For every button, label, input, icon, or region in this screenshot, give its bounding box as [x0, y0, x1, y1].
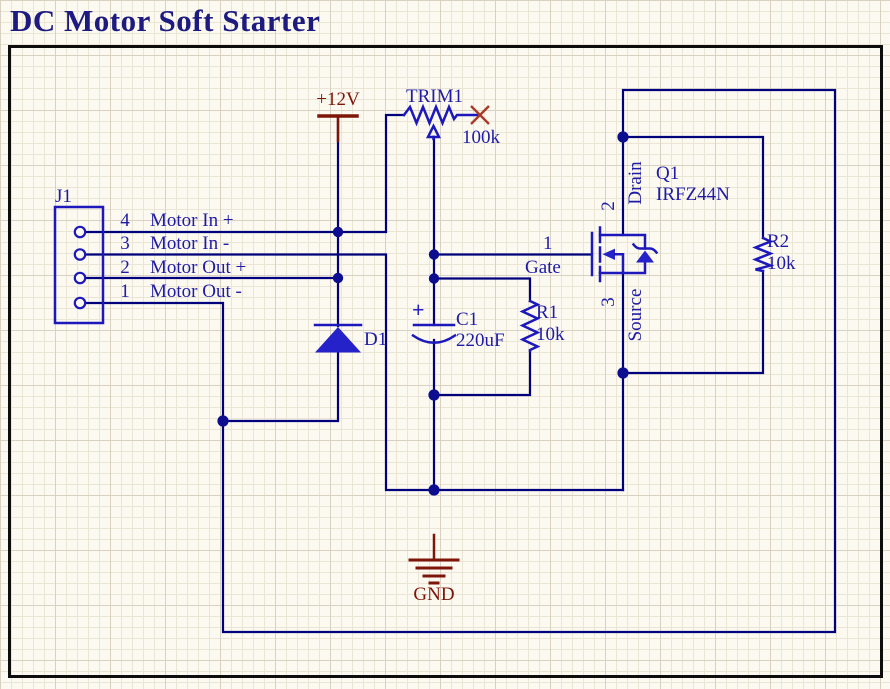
r2-designator[interactable]: R2	[767, 231, 790, 252]
d1-triangle	[315, 327, 361, 353]
junction	[428, 484, 440, 496]
wire-motor-in-minus-gnd-rail[interactable]	[83, 253, 625, 492]
r1-designator[interactable]: R1	[536, 302, 559, 323]
r1-value[interactable]: 10k	[536, 324, 565, 345]
j1-pin1-number[interactable]: 1	[120, 281, 130, 302]
wire-drain-to-r2[interactable]	[621, 135, 765, 240]
junction-dots	[217, 131, 629, 496]
q1-drain-pin-number: 2	[598, 201, 619, 211]
wire-to-r1-top[interactable]	[432, 277, 532, 303]
junction	[217, 415, 229, 427]
junction	[428, 249, 440, 260]
q1-source-pin-name: Source	[625, 288, 646, 342]
power-label-gnd[interactable]: GND	[413, 584, 455, 605]
wire-r1-bottom[interactable]	[432, 349, 532, 397]
q1-body-diode-bar	[631, 242, 659, 255]
j1-pin4-number[interactable]: 4	[120, 210, 130, 231]
no-connect-x	[470, 105, 490, 125]
q1-body-arrow	[602, 248, 615, 260]
sheet-border	[8, 45, 883, 678]
c1-bottom-plate	[411, 333, 457, 344]
power-port-12v[interactable]	[317, 114, 359, 143]
q1-part-number[interactable]: IRFZ44N	[656, 184, 730, 205]
j1-pin4-circle	[73, 225, 87, 239]
power-label-12v[interactable]: +12V	[316, 89, 360, 110]
q1-designator[interactable]: Q1	[656, 163, 680, 184]
trim1-wiper-arrow	[425, 123, 442, 139]
c1-designator[interactable]: C1	[456, 309, 479, 330]
wire-motor-in-plus[interactable]	[83, 113, 406, 234]
trim1-zigzag	[402, 103, 482, 127]
junction	[428, 273, 440, 284]
q1-drain-pin-name: Drain	[625, 161, 646, 205]
q1-gate-pin-number: 1	[543, 233, 553, 254]
junction	[428, 389, 440, 401]
j1-pin3-number[interactable]: 3	[120, 233, 130, 254]
junction	[332, 272, 344, 284]
capacitor-c1-symbol[interactable]	[411, 323, 457, 344]
q1-gate-pin-name: Gate	[525, 257, 561, 278]
q1-body-diode-triangle	[636, 250, 654, 263]
r2-zigzag	[752, 236, 775, 273]
j1-pin2-circle	[73, 271, 87, 285]
trim1-designator[interactable]: TRIM1	[406, 86, 463, 107]
junction	[332, 226, 344, 238]
wire-motor-out-minus-outer-loop[interactable]	[83, 88, 837, 634]
mosfet-q1-symbol[interactable]	[590, 226, 659, 283]
resistor-r2-symbol[interactable]	[752, 236, 775, 273]
j1-pin4-name[interactable]: Motor In +	[150, 210, 234, 231]
junction	[617, 367, 629, 379]
junction	[617, 131, 629, 143]
c1-polarity-mark: +	[412, 297, 425, 322]
wire-out-minus-to-d1[interactable]	[221, 351, 340, 423]
wires[interactable]	[83, 88, 837, 634]
j1-pin1-circle	[73, 296, 87, 310]
c1-value[interactable]: 220uF	[456, 330, 505, 351]
j1-pin2-name[interactable]: Motor Out +	[150, 256, 247, 278]
connector-j1-symbol[interactable]	[53, 205, 105, 325]
j1-pin1-name[interactable]: Motor Out -	[150, 281, 242, 302]
trim1-value[interactable]: 100k	[462, 127, 500, 148]
j1-designator[interactable]: J1	[55, 186, 72, 207]
j1-pin2-number[interactable]: 2	[120, 256, 130, 278]
r2-value[interactable]: 10k	[767, 253, 796, 274]
schematic-title[interactable]: DC Motor Soft Starter	[10, 3, 321, 38]
resistor-r1-symbol[interactable]	[519, 299, 541, 353]
trimmer-trim1-symbol[interactable]	[402, 103, 490, 141]
r1-zigzag	[519, 299, 541, 353]
q1-body-tie	[613, 253, 625, 275]
j1-body[interactable]	[53, 205, 105, 325]
power-port-gnd[interactable]	[408, 533, 460, 585]
q1-drain-stub	[598, 233, 647, 250]
j1-pin3-name[interactable]: Motor In -	[150, 233, 230, 254]
diode-d1-symbol[interactable]	[313, 323, 363, 353]
wire-r2-to-source[interactable]	[621, 269, 765, 375]
q1-source-stub	[598, 260, 647, 275]
d1-designator[interactable]: D1	[364, 329, 388, 350]
j1-pin3-circle	[73, 248, 87, 261]
q1-source-pin-number: 3	[598, 297, 619, 307]
